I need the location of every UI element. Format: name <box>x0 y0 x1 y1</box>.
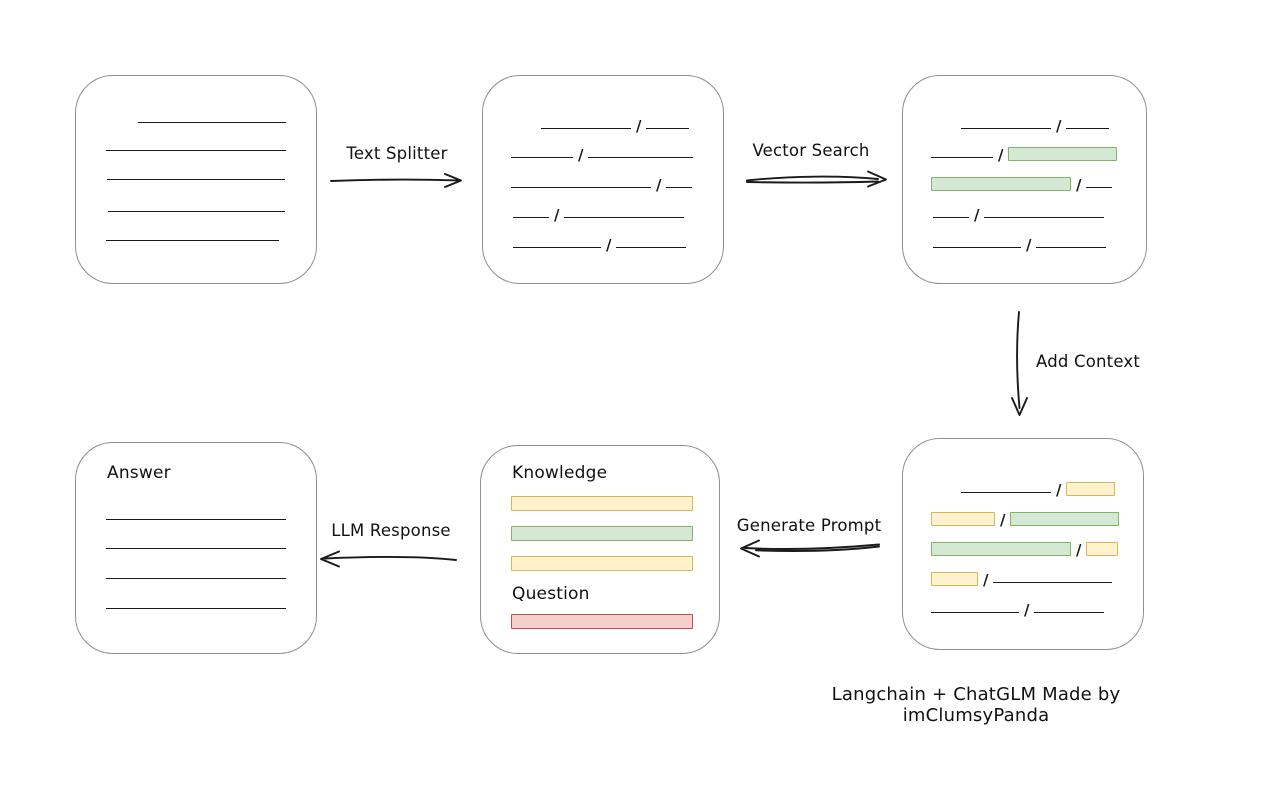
slash-separator: / <box>1000 511 1006 529</box>
add-context-arrow <box>1011 311 1028 416</box>
generate-prompt-arrow <box>740 539 880 558</box>
yellow-chunk <box>931 512 995 526</box>
knowledge-chunk-green <box>511 526 693 541</box>
text-segment <box>1036 247 1107 248</box>
text-line <box>107 179 285 180</box>
yellow-chunk <box>931 572 978 586</box>
question-label: Question <box>512 584 590 604</box>
slash-separator: / <box>1024 601 1030 619</box>
context-chunks-box: / / / / / <box>902 438 1144 650</box>
slash-separator: / <box>636 117 642 135</box>
chunk-row: / <box>511 174 693 193</box>
text-line <box>138 122 286 123</box>
llm-response-label: LLM Response <box>331 521 451 540</box>
text-segment <box>616 247 687 248</box>
answer-box: Answer <box>75 442 317 654</box>
text-line <box>106 519 286 520</box>
text-splitter-arrow <box>330 173 462 188</box>
green-chunk <box>931 542 1071 556</box>
slash-separator: / <box>578 146 584 164</box>
chunk-row: / <box>931 569 1113 588</box>
knowledge-chunk-yellow <box>511 556 693 571</box>
text-segment <box>961 128 1051 129</box>
chunk-row: / <box>933 234 1107 253</box>
question-chunk-red <box>511 614 693 629</box>
text-segment <box>931 157 993 158</box>
text-segment <box>1066 128 1110 129</box>
knowledge-chunk-yellow <box>511 496 693 511</box>
answer-label: Answer <box>107 463 171 483</box>
vector-search-results-box: / / / / / <box>902 75 1147 284</box>
green-chunk <box>1010 512 1120 526</box>
text-segment <box>541 128 631 129</box>
chunk-row: / <box>541 115 690 134</box>
text-segment <box>511 187 651 188</box>
green-chunk <box>1008 147 1118 161</box>
source-document-box <box>75 75 317 284</box>
chunk-row: / <box>931 509 1120 528</box>
chunk-row: / <box>511 144 694 163</box>
llm-response-arrow <box>320 550 457 568</box>
text-line <box>106 608 286 609</box>
text-line <box>106 578 286 579</box>
text-segment <box>961 492 1051 493</box>
knowledge-label: Knowledge <box>512 463 608 483</box>
text-segment <box>984 217 1105 218</box>
text-chunks-box: / / / / / <box>482 75 724 284</box>
add-context-label: Add Context <box>1036 352 1141 371</box>
chunk-row: / <box>933 204 1105 223</box>
yellow-chunk <box>1066 482 1116 496</box>
text-line <box>108 211 285 212</box>
slash-separator: / <box>1056 481 1062 499</box>
text-segment <box>564 217 685 218</box>
yellow-chunk <box>1086 542 1119 556</box>
text-segment <box>646 128 690 129</box>
vector-search-label: Vector Search <box>752 141 870 160</box>
vector-search-arrow <box>746 170 887 188</box>
green-chunk <box>931 177 1071 191</box>
text-line <box>106 240 279 241</box>
text-line <box>106 548 286 549</box>
caption: Langchain + ChatGLM Made by imClumsyPand… <box>831 684 1121 726</box>
text-segment <box>931 612 1019 613</box>
chunk-row: / <box>931 174 1113 193</box>
text-segment <box>513 247 601 248</box>
text-line <box>106 150 286 151</box>
text-segment <box>1034 612 1105 613</box>
chunk-row: / <box>513 234 687 253</box>
chunk-row: / <box>961 479 1116 498</box>
generate-prompt-label: Generate Prompt <box>736 516 882 535</box>
text-segment <box>1086 187 1113 188</box>
slash-separator: / <box>974 206 980 224</box>
chunk-row: / <box>931 599 1105 618</box>
chunk-row: / <box>513 204 685 223</box>
slash-separator: / <box>606 236 612 254</box>
chunk-row: / <box>931 539 1119 558</box>
chunk-row: / <box>931 144 1118 163</box>
text-segment <box>993 582 1113 583</box>
text-segment <box>933 247 1021 248</box>
slash-separator: / <box>554 206 560 224</box>
text-segment <box>511 157 573 158</box>
slash-separator: / <box>998 146 1004 164</box>
chunk-row: / <box>961 115 1110 134</box>
slash-separator: / <box>1026 236 1032 254</box>
slash-separator: / <box>1056 117 1062 135</box>
prompt-box: Knowledge Question <box>480 445 720 654</box>
slash-separator: / <box>656 176 662 194</box>
text-segment <box>513 217 549 218</box>
text-splitter-label: Text Splitter <box>346 144 448 163</box>
slash-separator: / <box>983 571 989 589</box>
text-segment <box>588 157 694 158</box>
text-segment <box>933 217 969 218</box>
slash-separator: / <box>1076 176 1082 194</box>
slash-separator: / <box>1076 541 1082 559</box>
text-segment <box>666 187 693 188</box>
